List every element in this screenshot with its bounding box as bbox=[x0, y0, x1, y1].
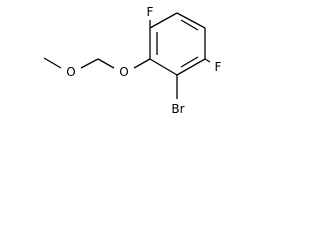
bond-o-ether-ch2 bbox=[97, 58, 115, 69]
bond-o-methoxy-ch3 bbox=[43, 57, 62, 69]
benzene-ring bbox=[149, 12, 206, 76]
ring-bond-c5-c6 bbox=[149, 58, 178, 76]
fluorine-top-label: F bbox=[147, 5, 154, 19]
bond-c6-o-ether bbox=[133, 58, 151, 69]
ring-bond-c1-c2 bbox=[149, 12, 178, 29]
methoxy-oxygen-label: O bbox=[66, 65, 75, 79]
fluorine-right-label: F bbox=[215, 60, 222, 74]
bond-c4-f-right bbox=[204, 58, 211, 63]
bond-ch2-o-methoxy bbox=[80, 58, 99, 69]
ring-bond-c4-c5 bbox=[176, 58, 206, 76]
ring-double-bond-c4-c5 bbox=[180, 56, 199, 68]
ether-oxygen-label: O bbox=[119, 65, 128, 79]
molecule-structure: F F Br O O bbox=[43, 5, 222, 116]
ring-bond-c2-c3 bbox=[176, 12, 206, 29]
bromine-label: Br bbox=[171, 102, 184, 116]
ring-double-bond-c2-c3 bbox=[180, 19, 199, 31]
